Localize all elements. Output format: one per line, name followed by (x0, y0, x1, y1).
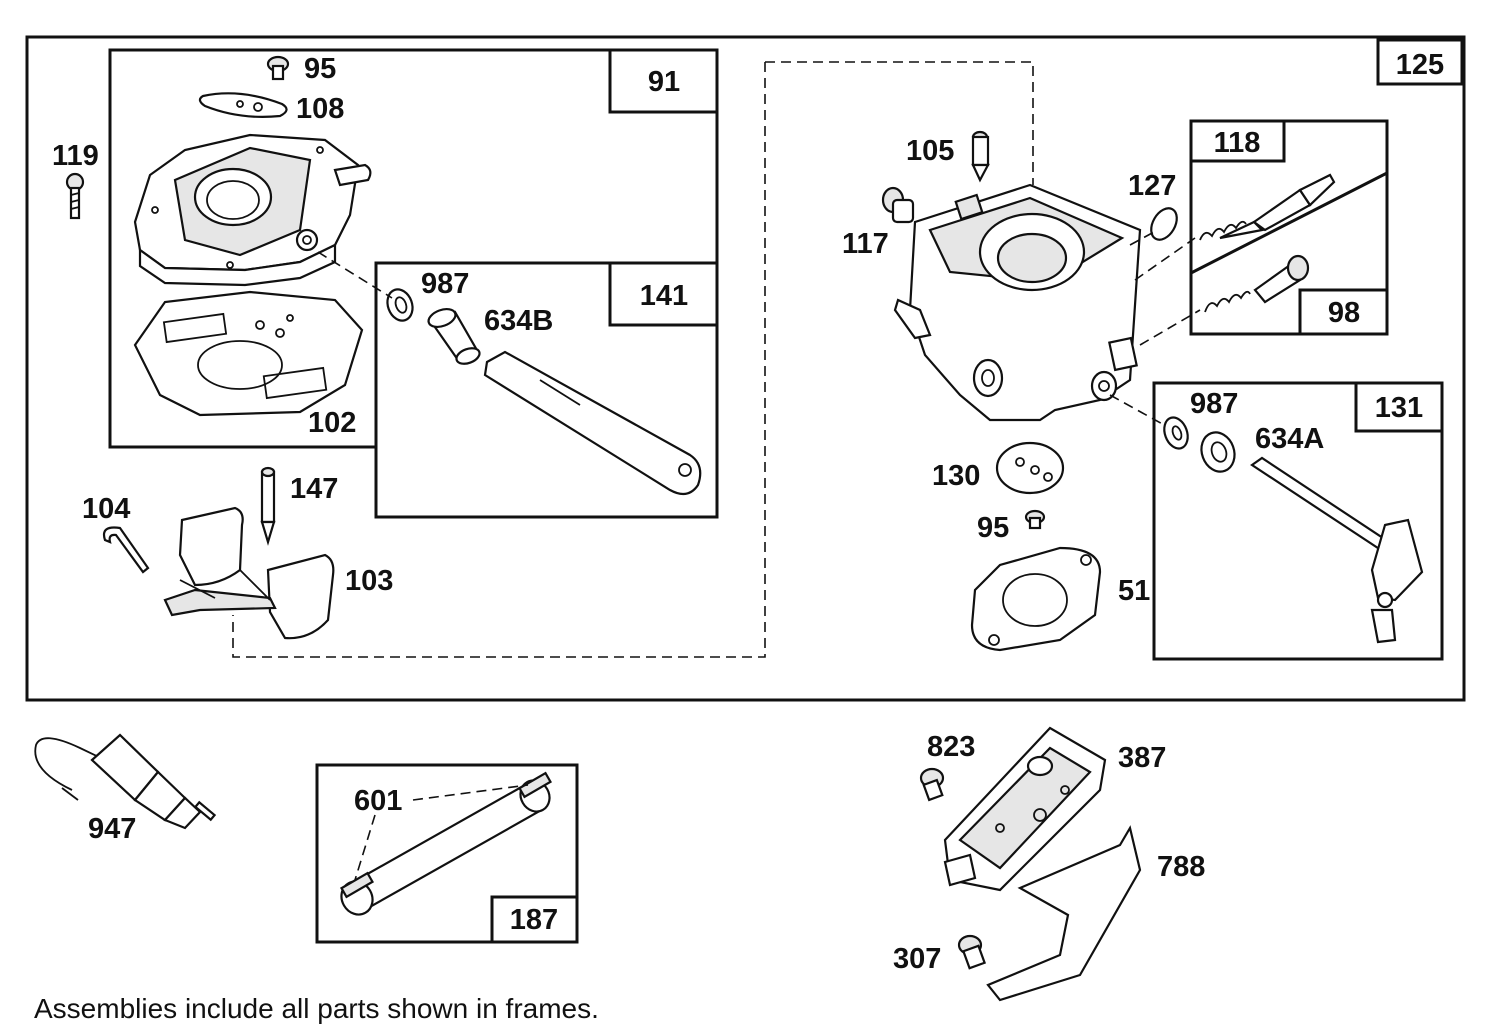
frame-label-118: 118 (1214, 127, 1261, 159)
frame-91-tab (608, 48, 719, 114)
label-634a: 634A (1255, 423, 1324, 455)
screw-98 (1204, 254, 1310, 313)
fuel-pump-387 (943, 726, 1107, 892)
label-51: 51 (1118, 575, 1150, 607)
seal-127 (1150, 207, 1178, 241)
frame-label-187: 187 (510, 904, 558, 936)
label-634b: 634B (484, 305, 553, 337)
leader-body-to-98 (1139, 309, 1201, 346)
throttle-plate-130 (995, 441, 1065, 495)
frame-118-tab (1189, 119, 1286, 163)
screw-95-top (266, 55, 290, 81)
gasket-102 (133, 290, 364, 417)
fuel-line-187 (340, 771, 552, 916)
solenoid-947 (34, 733, 217, 830)
frame-125-tab (1376, 38, 1464, 86)
frame-187 (315, 763, 579, 944)
idle-needle-118 (1199, 173, 1336, 241)
label-788: 788 (1157, 851, 1205, 883)
leader-body-to-987 (1109, 394, 1167, 427)
label-307: 307 (893, 943, 941, 975)
label-147: 147 (290, 473, 338, 505)
leader-body-to-118 (1134, 237, 1196, 281)
choke-shaft (483, 350, 702, 496)
float-needle-147 (260, 466, 276, 546)
label-119: 119 (52, 140, 99, 172)
gasket-108 (198, 92, 288, 118)
leader-601-a (412, 784, 529, 801)
frame-label-125: 125 (1396, 49, 1444, 81)
footnote: Assemblies include all parts shown in fr… (34, 993, 599, 1024)
label-105: 105 (906, 135, 954, 167)
frame-label-141: 141 (640, 280, 688, 312)
leader-body-to-127 (1129, 231, 1155, 246)
frame-label-91: 91 (648, 66, 680, 98)
bushing-634a (1200, 431, 1236, 473)
carburetor-body (893, 183, 1142, 422)
carburetor-cover (133, 133, 372, 287)
screw-119 (65, 172, 85, 220)
screw-823 (919, 767, 945, 802)
leader-601-b (354, 814, 376, 881)
frame-187-tab (490, 895, 579, 944)
frame-131-tab (1354, 381, 1444, 433)
label-117: 117 (842, 228, 889, 260)
screw-307 (957, 934, 987, 970)
frame-98-tab (1298, 288, 1389, 336)
frame-131 (1152, 381, 1444, 661)
label-130: 130 (932, 460, 980, 492)
frame-label-98: 98 (1328, 297, 1360, 329)
hinge-pin-104 (102, 526, 150, 574)
washer-987-right (1163, 416, 1189, 450)
label-104: 104 (82, 493, 130, 525)
frame-141 (374, 261, 719, 519)
bushing-634b (427, 307, 481, 365)
label-387: 387 (1118, 742, 1166, 774)
frame-118-98-divider (1190, 171, 1388, 275)
washer-987-left (386, 288, 414, 322)
label-601: 601 (354, 785, 402, 817)
plug-117 (881, 186, 915, 224)
inlet-needle-105 (971, 130, 990, 183)
label-127: 127 (1128, 170, 1176, 202)
dashed-group-line (232, 61, 1034, 658)
label-947: 947 (88, 813, 136, 845)
frame-label-131: 131 (1375, 392, 1423, 424)
label-95-top: 95 (304, 53, 336, 85)
screw-95-bottom (1024, 509, 1046, 530)
label-987-left: 987 (421, 268, 469, 300)
leader-carb-to-987 (317, 251, 393, 299)
float-103 (163, 506, 335, 640)
frame-141-tab (608, 261, 719, 327)
frame-125 (25, 35, 1466, 702)
throttle-shaft (1250, 456, 1424, 644)
bracket-788 (986, 825, 1142, 1002)
label-103: 103 (345, 565, 393, 597)
label-108: 108 (296, 93, 344, 125)
frame-118-98 (1189, 119, 1389, 336)
gasket-51 (970, 546, 1102, 652)
label-823: 823 (927, 731, 975, 763)
label-102: 102 (308, 407, 356, 439)
label-987-right: 987 (1190, 388, 1238, 420)
label-95-bottom: 95 (977, 512, 1009, 544)
